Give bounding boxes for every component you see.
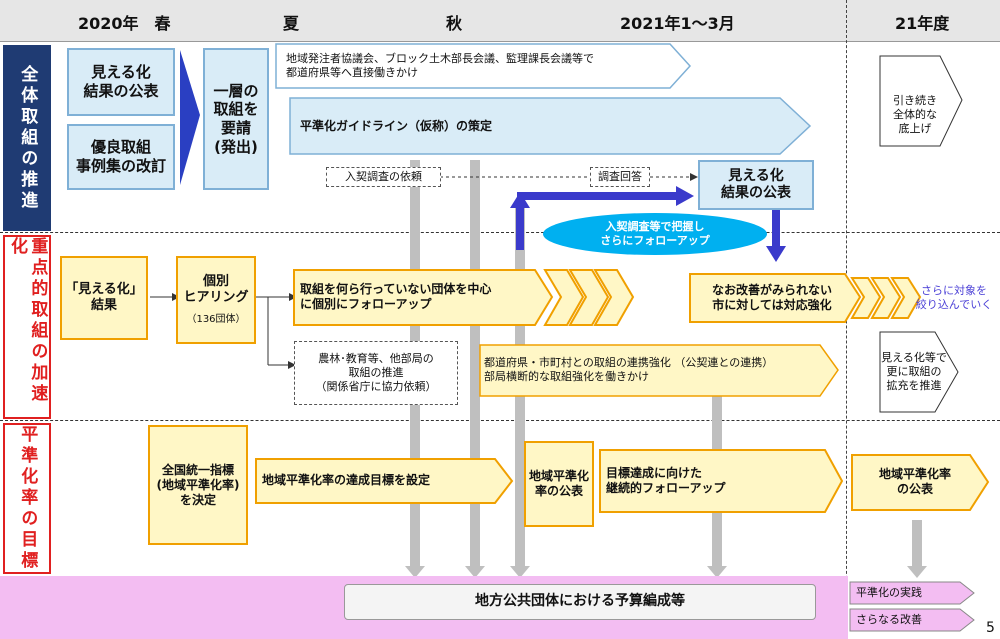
timeline-bar-5: [912, 520, 922, 568]
mieruka-publish-box-2: 見える化 結果の公表: [698, 160, 814, 210]
practice-label: 平準化の実践: [856, 586, 922, 600]
header-spring: 2020年 春: [78, 14, 171, 33]
hearing-label: 個別 ヒアリング: [183, 273, 249, 305]
row1-area: [0, 43, 1000, 233]
guideline-arrow-shape: [289, 97, 812, 155]
renkei-label: 都道府県・市町村との取組の連携強化 （公契連との連携） 部局横断的な取組強化を働…: [484, 356, 774, 383]
header-q4: 2021年1～3月: [620, 14, 735, 33]
request-box: 一層の 取組を 要請 (発出): [203, 48, 269, 190]
yuryo-case-box: 優良取組 事例集の改訂: [67, 124, 175, 190]
header-summer: 夏: [283, 14, 300, 33]
survey-answer-label: 調査回答: [590, 167, 650, 187]
oval-shape: [543, 213, 767, 255]
oval-label: 入契調査等で把握し さらにフォローアップ: [600, 220, 710, 247]
followup-label: 取組を何ら行っていない団体を中心 に個別にフォローアップ: [300, 282, 492, 311]
narrow-label: さらに対象を 絞り込んでいく: [915, 284, 993, 311]
cont-follow-label: 目標達成に向けた 継続的フォローアップ: [606, 466, 726, 495]
council-label: 地域発注者協議会、ブロック土木部長会議、監理課長会議等で 都道府県等へ直接働きか…: [286, 52, 594, 79]
row2-area: [0, 233, 1000, 421]
header-fy21: 21年度: [895, 14, 950, 33]
survey-request-label: 入契調査の依頼: [326, 167, 441, 187]
page-number: 5: [986, 620, 995, 636]
chevron-arrow-row1: [180, 50, 200, 185]
nourin-box: 農林･教育等、他部局の 取組の推進 （関係省庁に協力依頼）: [294, 341, 458, 405]
guideline-label: 平準化ガイドライン（仮称）の策定: [300, 118, 493, 133]
side-label-row2: 重点的取組の加速化: [3, 235, 51, 419]
council-arrow-shape: [275, 43, 692, 89]
side-label-row3: 平準化率の目標: [3, 423, 51, 574]
timeline-bar-2: [470, 160, 480, 568]
followup-arrow-shape: [293, 269, 554, 326]
expand-label: 見える化等で 更に取組の 拡充を推進: [881, 351, 947, 392]
mieruka-result-box: 「見える化」 結果: [60, 256, 148, 340]
budget-box: 地方公共団体における予算編成等: [344, 584, 816, 620]
naoka-label: なお改善がみられない 市に対しては対応強化: [711, 283, 832, 312]
rate-pub2-arrow-shape: [851, 454, 990, 511]
improve-label: さらなる改善: [856, 613, 922, 627]
rate-publish-box: 地域平準化 率の公表: [524, 441, 594, 527]
hearing-box: 個別 ヒアリング （136団体）: [176, 256, 256, 344]
target-label: 地域平準化率の達成目標を設定: [262, 472, 431, 487]
rate-publish-label-2: 地域平準化率 の公表: [878, 467, 951, 496]
continue-shape: [879, 55, 963, 147]
target-arrow-shape: [255, 458, 514, 504]
timeline-header: 2020年 春 夏 秋 2021年1～3月 21年度: [0, 0, 1000, 42]
side-label-row1: 全体取組の推進: [3, 45, 51, 231]
cont-follow-arrow-shape: [599, 449, 844, 513]
naoka-arrow-shape: [689, 273, 862, 323]
mieruka-publish-box: 見える化 結果の公表: [67, 48, 175, 116]
renkei-arrow-shape: [479, 344, 839, 397]
hearing-count: （136団体）: [186, 314, 246, 325]
continue-label: 引き続き 全体的な 底上げ: [893, 94, 937, 135]
index-box: 全国統一指標 (地域平準化率) を決定: [148, 425, 248, 545]
header-autumn: 秋: [446, 14, 463, 33]
